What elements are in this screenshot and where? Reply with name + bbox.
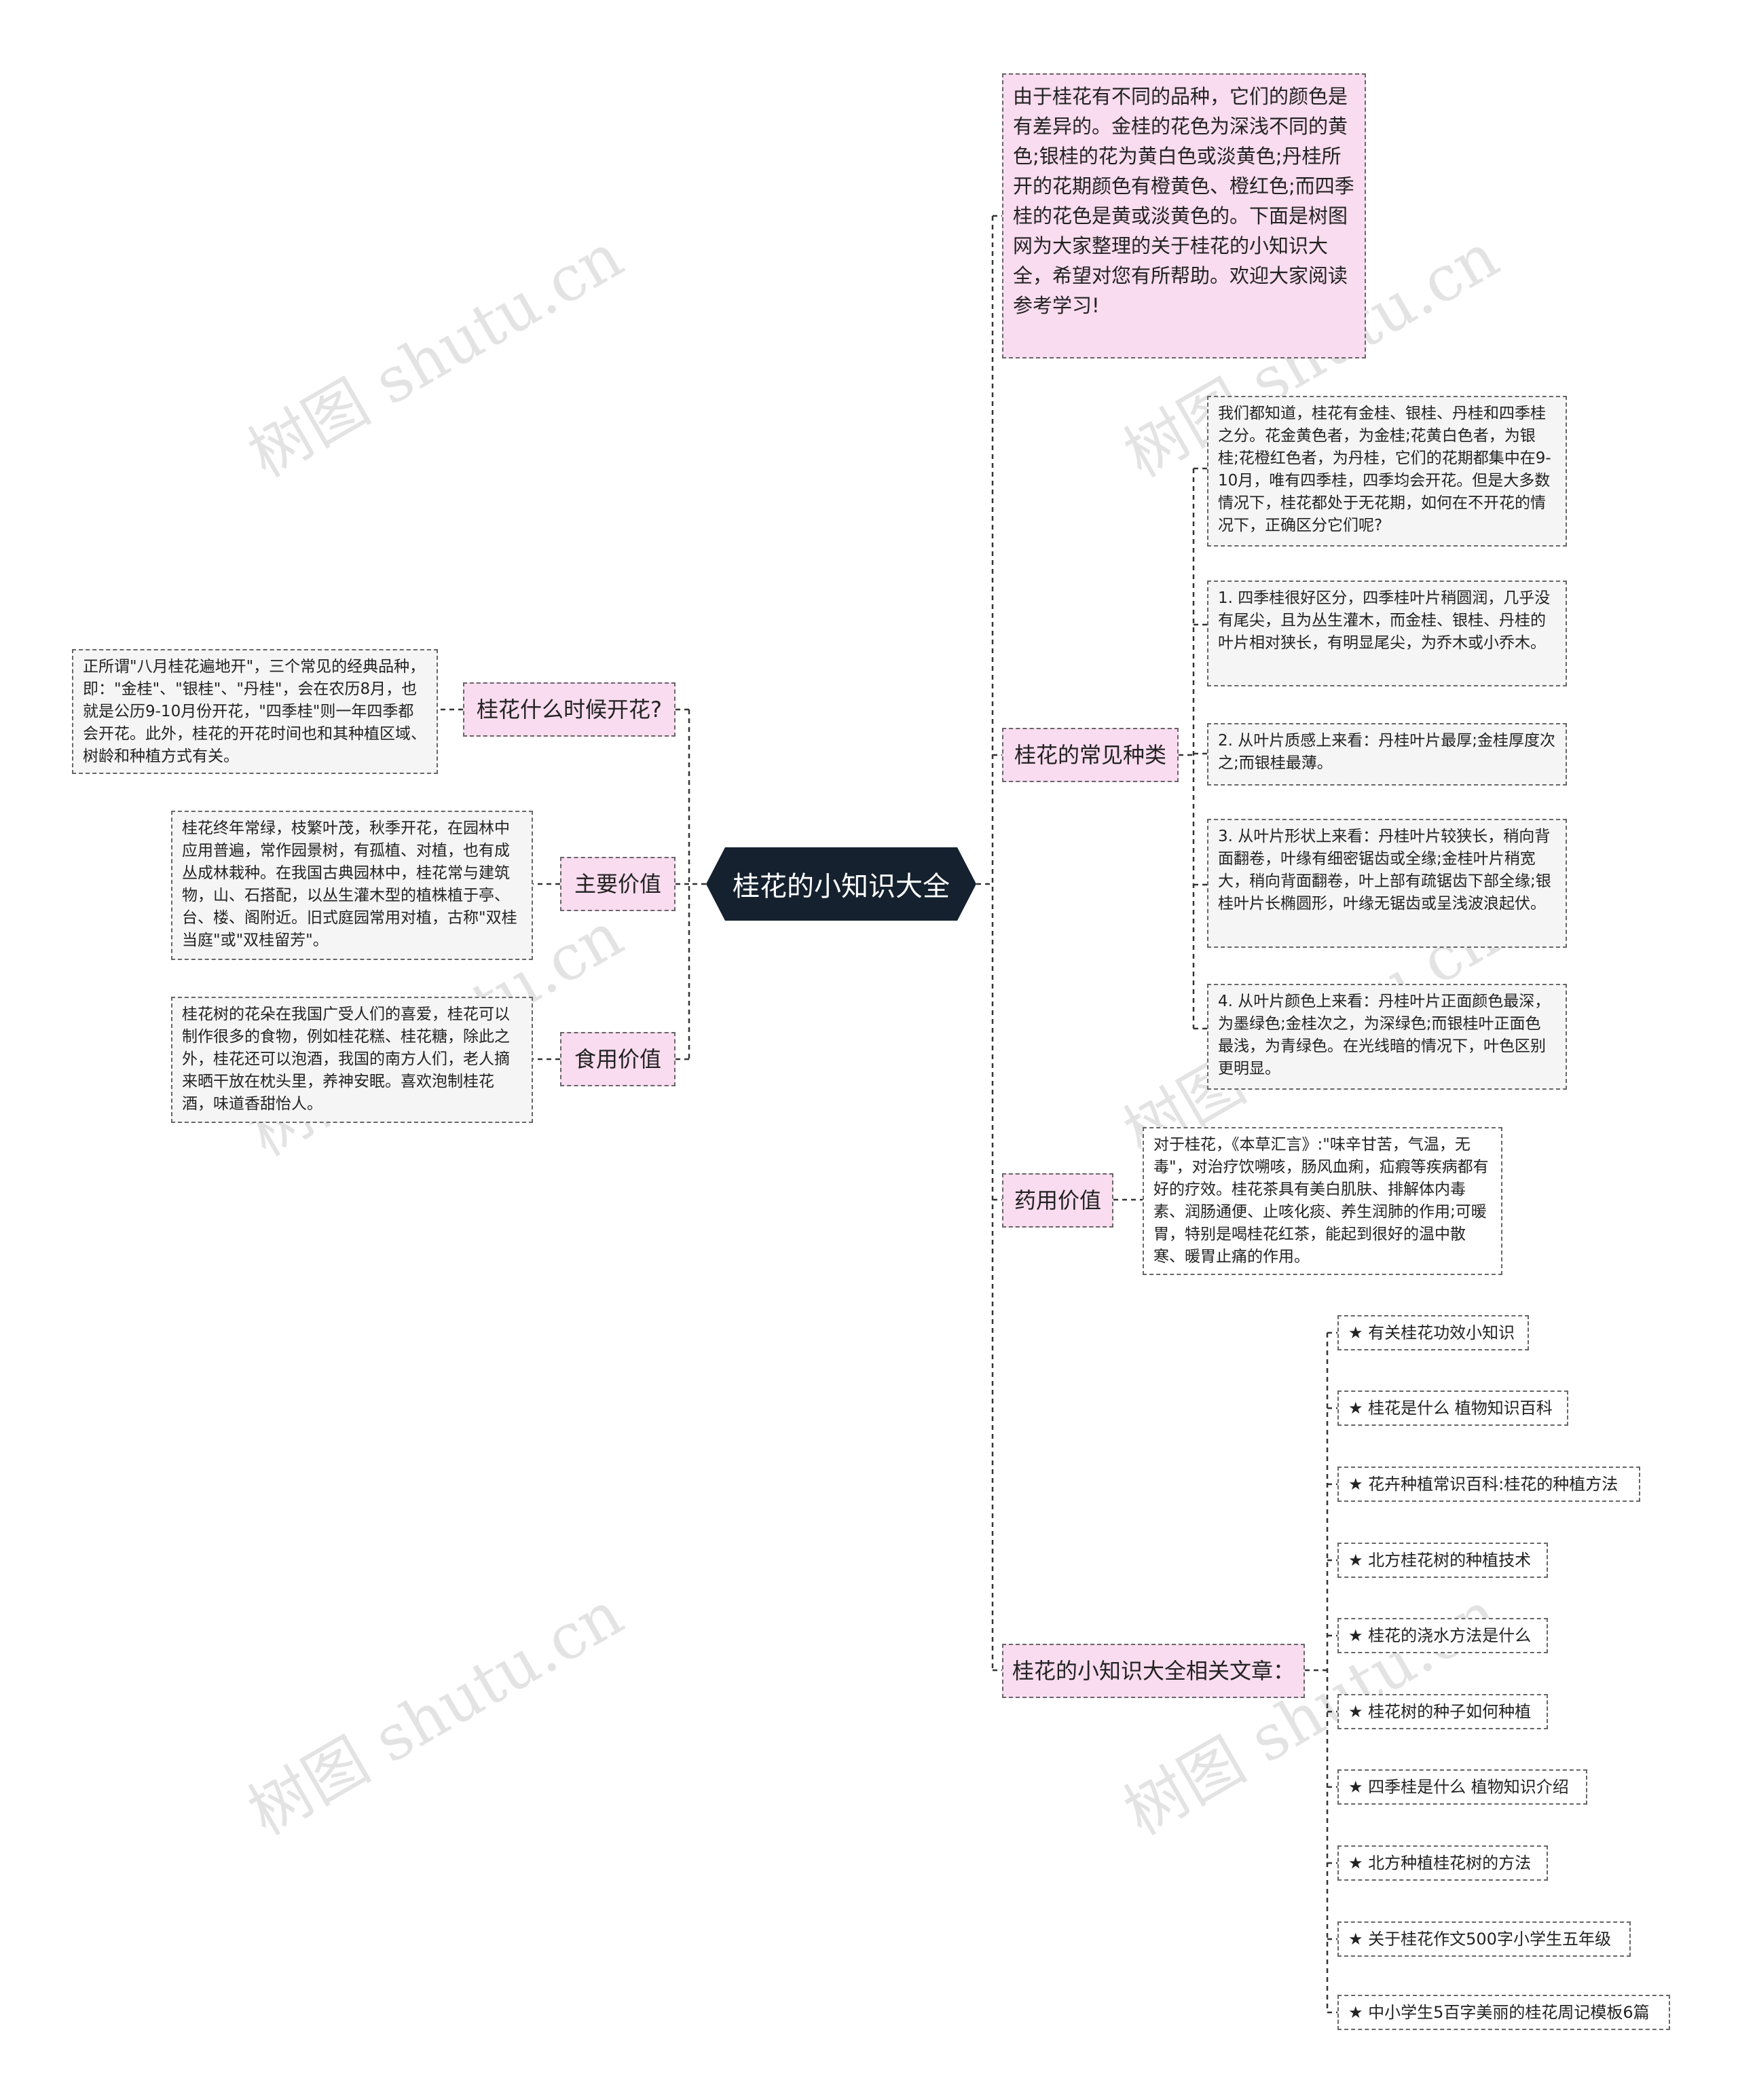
article-link-text: ★ 关于桂花作文500字小学生五年级 [1348, 1930, 1611, 1949]
types-item-3[interactable]: 3. 从叶片形状上来看：丹桂叶片较狭长，稍向背面翻卷，叶缘有细密锯齿或全缘;金桂… [1207, 819, 1567, 948]
leaf-text: 桂花终年常绿，枝繁叶茂，秋季开花，在园林中应用普遍，常作园景树，有孤植、对植，也… [182, 819, 517, 949]
branch-label: 主要价值 [574, 871, 661, 897]
branch-food-value[interactable]: 食用价值 [560, 1032, 676, 1086]
article-link-text: ★ 四季桂是什么 植物知识介绍 [1348, 1777, 1569, 1797]
article-link[interactable]: ★ 有关桂花功效小知识 [1337, 1315, 1529, 1350]
leaf-text: 正所谓"八月桂花遍地开"，三个常见的经典品种，即："金桂"、"银桂"、"丹桂"，… [83, 658, 426, 765]
branch-label: 桂花什么时候开花? [477, 697, 662, 722]
types-item-intro[interactable]: 我们都知道，桂花有金桂、银桂、丹桂和四季桂之分。花金黄色者，为金桂;花黄白色者，… [1207, 396, 1567, 547]
leaf-text: 2. 从叶片质感上来看：丹桂叶片最厚;金桂厚度次之;而银桂最薄。 [1218, 732, 1556, 772]
article-link[interactable]: ★ 北方桂花树的种植技术 [1337, 1543, 1548, 1578]
branch-bloom-time[interactable]: 桂花什么时候开花? [463, 682, 676, 737]
article-link-text: ★ 有关桂花功效小知识 [1348, 1323, 1515, 1342]
bloom-text-node[interactable]: 正所谓"八月桂花遍地开"，三个常见的经典品种，即："金桂"、"银桂"、"丹桂"，… [72, 649, 438, 774]
article-link[interactable]: ★ 桂花的浇水方法是什么 [1337, 1618, 1548, 1653]
branch-label: 药用价值 [1014, 1187, 1101, 1213]
branch-label: 桂花的常见种类 [1014, 742, 1166, 768]
branch-label: 食用价值 [574, 1046, 661, 1072]
branch-common-types[interactable]: 桂花的常见种类 [1002, 728, 1179, 782]
article-link-text: ★ 北方桂花树的种植技术 [1348, 1551, 1532, 1570]
medicine-text-node[interactable]: 对于桂花，《本草汇言》:"味辛甘苦，气温，无毒"，对治疗饮嗍咳，肠风血痢，疝瘕等… [1143, 1127, 1502, 1275]
article-link-text: ★ 桂花树的种子如何种植 [1348, 1702, 1532, 1721]
article-link[interactable]: ★ 关于桂花作文500字小学生五年级 [1337, 1921, 1631, 1957]
types-item-2[interactable]: 2. 从叶片质感上来看：丹桂叶片最厚;金桂厚度次之;而银桂最薄。 [1207, 723, 1567, 786]
leaf-text: 4. 从叶片颜色上来看：丹桂叶片正面颜色最深，为墨绿色;金桂次之，为深绿色;而银… [1218, 993, 1551, 1077]
types-item-1[interactable]: 1. 四季桂很好区分，四季桂叶片稍圆润，几乎没有尾尖，且为丛生灌木，而金桂、银桂… [1207, 581, 1567, 686]
article-link-text: ★ 花卉种植常识百科:桂花的种植方法 [1348, 1475, 1619, 1494]
leaf-text: 我们都知道，桂花有金桂、银桂、丹桂和四季桂之分。花金黄色者，为金桂;花黄白色者，… [1218, 405, 1551, 534]
root-label: 桂花的小知识大全 [733, 871, 950, 902]
article-link-text: ★ 中小学生5百字美丽的桂花周记模板6篇 [1348, 2003, 1650, 2022]
branch-main-value[interactable]: 主要价值 [560, 857, 676, 911]
article-link[interactable]: ★ 中小学生5百字美丽的桂花周记模板6篇 [1337, 1995, 1670, 2030]
root-node[interactable]: 桂花的小知识大全 [706, 847, 976, 921]
article-link[interactable]: ★ 桂花是什么 植物知识百科 [1337, 1390, 1568, 1426]
leaf-text: 桂花树的花朵在我国广受人们的喜爱，桂花可以制作很多的食物，例如桂花糕、桂花糖，除… [182, 1006, 510, 1113]
leaf-text: 3. 从叶片形状上来看：丹桂叶片较狭长，稍向背面翻卷，叶缘有细密锯齿或全缘;金桂… [1218, 828, 1551, 913]
article-link[interactable]: ★ 北方种植桂花树的方法 [1337, 1845, 1548, 1881]
branch-label: 桂花的小知识大全相关文章： [1012, 1658, 1295, 1684]
article-link[interactable]: ★ 桂花树的种子如何种植 [1337, 1694, 1548, 1729]
main-value-text-node[interactable]: 桂花终年常绿，枝繁叶茂，秋季开花，在园林中应用普遍，常作园景树，有孤植、对植，也… [171, 811, 533, 960]
branch-medicinal-value[interactable]: 药用价值 [1002, 1173, 1113, 1228]
intro-node[interactable]: 由于桂花有不同的品种，它们的颜色是有差异的。金桂的花色为深浅不同的黄色;银桂的花… [1002, 73, 1366, 358]
intro-text: 由于桂花有不同的品种，它们的颜色是有差异的。金桂的花色为深浅不同的黄色;银桂的花… [1013, 85, 1354, 317]
article-link[interactable]: ★ 花卉种植常识百科:桂花的种植方法 [1337, 1467, 1640, 1502]
types-item-4[interactable]: 4. 从叶片颜色上来看：丹桂叶片正面颜色最深，为墨绿色;金桂次之，为深绿色;而银… [1207, 984, 1567, 1090]
leaf-text: 对于桂花，《本草汇言》:"味辛甘苦，气温，无毒"，对治疗饮嗍咳，肠风血痢，疝瘕等… [1153, 1136, 1489, 1266]
article-link-text: ★ 桂花的浇水方法是什么 [1348, 1626, 1532, 1645]
leaf-text: 1. 四季桂很好区分，四季桂叶片稍圆润，几乎没有尾尖，且为丛生灌木，而金桂、银桂… [1218, 589, 1551, 652]
article-link-text: ★ 桂花是什么 植物知识百科 [1348, 1399, 1553, 1418]
article-link-text: ★ 北方种植桂花树的方法 [1348, 1854, 1532, 1873]
branch-related-articles[interactable]: 桂花的小知识大全相关文章： [1002, 1644, 1305, 1698]
food-value-text-node[interactable]: 桂花树的花朵在我国广受人们的喜爱，桂花可以制作很多的食物，例如桂花糕、桂花糖，除… [171, 997, 533, 1123]
article-link[interactable]: ★ 四季桂是什么 植物知识介绍 [1337, 1769, 1587, 1805]
